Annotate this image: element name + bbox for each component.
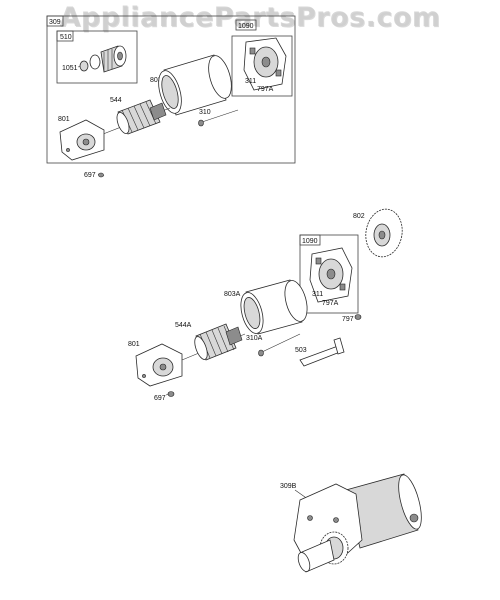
subassembly-1090-frame-b [299, 234, 359, 314]
housing-803 [158, 54, 232, 116]
screw-697-a [97, 172, 105, 178]
assembly-309: 309 510 1051 803 1090 [46, 15, 296, 179]
end-cap-1090 [243, 37, 287, 91]
label-310: 310 [199, 109, 211, 116]
through-bolt-310 [198, 109, 239, 127]
label-510: 510 [60, 34, 72, 41]
housing-803a [240, 279, 308, 335]
label-802: 802 [353, 213, 365, 220]
bracket-503 [299, 337, 345, 367]
assembly-309-frame [46, 15, 296, 164]
nut-797 [354, 314, 362, 320]
label-1051: 1051 [62, 65, 78, 72]
label-697-b: 697 [154, 395, 166, 402]
end-plate-801-b [135, 343, 183, 387]
label-544: 544 [110, 97, 122, 104]
label-797a-a: 797A [257, 86, 274, 93]
drive-gear [77, 45, 127, 73]
armature-544a [181, 323, 246, 361]
end-cap-1090-b [309, 247, 353, 303]
subassembly-510-frame [56, 30, 138, 84]
label-797a-b: 797A [322, 300, 339, 307]
label-1090-a: 1090 [238, 23, 254, 30]
label-803a: 803A [224, 291, 241, 298]
screw-697-b [165, 391, 175, 397]
label-503: 503 [295, 347, 307, 354]
label-697-a: 697 [84, 172, 96, 179]
label-310a: 310A [246, 335, 263, 342]
label-311-a: 311 [245, 78, 256, 85]
end-plate-801 [59, 119, 105, 161]
armature-544 [97, 99, 171, 137]
label-311-b: 311 [312, 291, 323, 298]
starter-motor-309b: 309B [280, 473, 422, 573]
label-803: 803 [150, 77, 162, 84]
gear-plate-802 [365, 208, 403, 258]
label-309: 309 [49, 19, 61, 26]
assembly-309-tag [46, 15, 64, 27]
label-797: 797 [342, 316, 354, 323]
label-544a: 544A [175, 322, 192, 329]
through-bolt-310a [258, 333, 301, 357]
label-309b: 309B [280, 483, 297, 490]
label-1090-b: 1090 [302, 238, 318, 245]
label-801-a: 801 [58, 116, 70, 123]
assembly-b: 802 1090 311 797A 797 803A [128, 208, 403, 402]
subassembly-1090-frame [231, 35, 293, 97]
label-801-b: 801 [128, 341, 140, 348]
